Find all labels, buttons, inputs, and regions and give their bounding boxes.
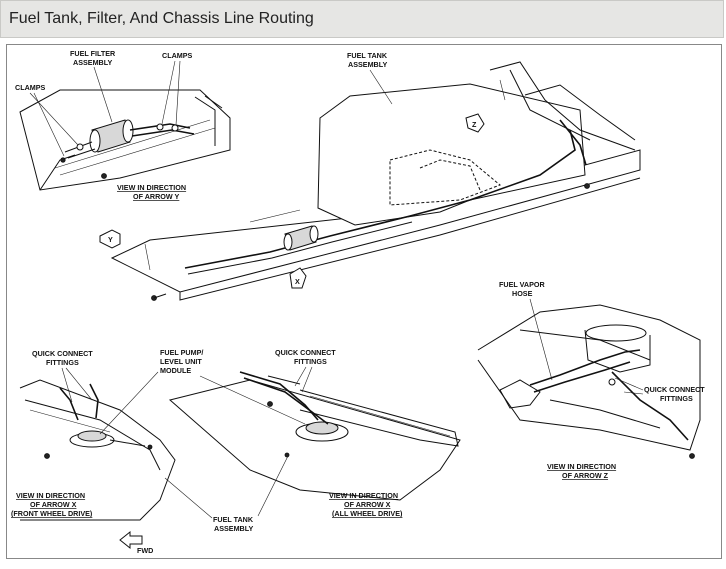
quick-connect-mid-label: FITTINGS [294,357,327,366]
page-title: Fuel Tank, Filter, And Chassis Line Rout… [9,10,314,27]
fuel-filter-assembly-label: FUEL FILTER [70,49,116,58]
fwd-arrow-icon [119,530,143,550]
arrow-x-marker: X [289,267,307,289]
view-arrow-y-label: OF ARROW Y [133,192,180,201]
view-arrow-x-fwd-label: (FRONT WHEEL DRIVE) [11,509,93,518]
view-arrow-z-label: OF ARROW Z [562,471,609,480]
fuel-vapor-hose-label: FUEL VAPOR [499,280,545,289]
fuel-tank-assembly-bottom-label: ASSEMBLY [214,524,253,533]
quick-connect-right-label: FITTINGS [660,394,693,403]
arrow-z-marker: Z [465,113,485,133]
svg-text:X: X [295,277,300,286]
arrow-y-marker: Y [99,229,121,249]
quick-connect-left-label: QUICK CONNECT [32,349,93,358]
quick-connect-mid-label: QUICK CONNECT [275,348,336,357]
fuel-pump-module-label: LEVEL UNIT [160,357,202,366]
fwd-label: FWD [137,546,153,555]
view-arrow-x-awd-label: VIEW IN DIRECTION [329,491,398,500]
clamps-left-label: CLAMPS [15,83,46,92]
page-header: Fuel Tank, Filter, And Chassis Line Rout… [0,0,724,38]
fuel-filter-assembly-label: ASSEMBLY [73,58,112,67]
chassis-overview [110,61,641,301]
fwd-tank-view [19,379,176,521]
quick-connect-left-label: FITTINGS [46,358,79,367]
awd-tank-view [168,371,461,501]
svg-text:Z: Z [472,120,477,129]
svg-text:Y: Y [108,235,113,244]
view-arrow-x-fwd-label: OF ARROW X [30,500,77,509]
arrow-z-view [477,304,701,459]
fuel-tank-assembly-top-label: ASSEMBLY [348,60,387,69]
view-arrow-z-label: VIEW IN DIRECTION [547,462,616,471]
fuel-tank-assembly-bottom-label: FUEL TANK [213,515,254,524]
fuel-pump-module-label: MODULE [160,366,191,375]
fuel-tank-assembly-top-label: FUEL TANK [347,51,388,60]
filter-detail-view [19,89,231,191]
fuel-vapor-hose-label: HOSE [512,289,533,298]
view-arrow-x-awd-label: OF ARROW X [344,500,391,509]
view-arrow-x-awd-label: (ALL WHEEL DRIVE) [332,509,403,518]
fuel-filter-shape [89,119,134,153]
clamps-top-label: CLAMPS [162,51,193,60]
view-arrow-x-fwd-label: VIEW IN DIRECTION [16,491,85,500]
fuel-pump-module-label: FUEL PUMP/ [160,348,203,357]
view-arrow-y-label: VIEW IN DIRECTION [117,183,186,192]
quick-connect-right-label: QUICK CONNECT [644,385,705,394]
